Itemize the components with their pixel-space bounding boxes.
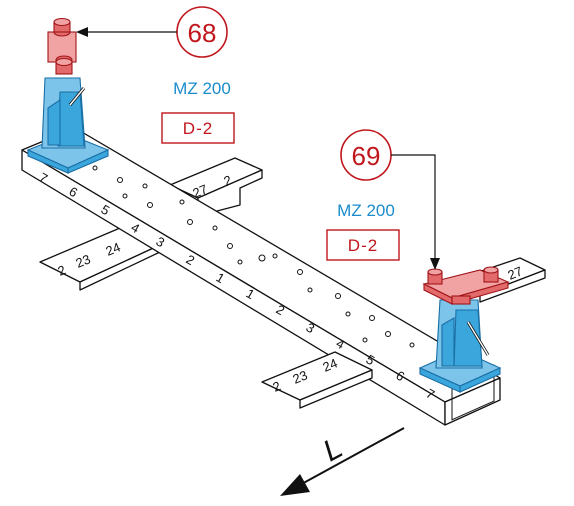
callout-69-code: D-2 xyxy=(348,236,378,255)
stand-68 xyxy=(26,17,110,174)
callout-68-ref: 68 xyxy=(188,18,217,48)
crossmember-left-label-2: 24 xyxy=(104,239,123,258)
crossmember-top-label-0: 27 xyxy=(191,181,210,200)
direction-label: L xyxy=(318,431,348,468)
callout-69-leader xyxy=(391,154,436,262)
callout-69-code-box xyxy=(326,229,400,261)
crossmember-top-right-label-0: 27 xyxy=(506,263,525,282)
callout-68-arrow-icon xyxy=(76,27,88,37)
direction-arrow-icon xyxy=(280,474,310,496)
callout-69-model: MZ 200 xyxy=(337,201,395,220)
crossmember-right-label-2: 24 xyxy=(321,355,340,374)
callout-69-ref: 69 xyxy=(352,141,381,171)
direction-line xyxy=(297,427,405,487)
crossmember-left-label-1: 23 xyxy=(74,251,93,270)
direction-indicator: L xyxy=(280,427,405,496)
callout-68-code-box xyxy=(161,112,235,144)
stand-69 xyxy=(418,266,510,393)
crossmember-top: 27 2 xyxy=(169,157,263,217)
callout-68-code: D-2 xyxy=(183,119,213,138)
crossmember-right-label-1: 23 xyxy=(291,367,310,386)
crossmember-right: 2 23 24 xyxy=(261,351,373,409)
callout-69: 69 MZ 200 D-2 xyxy=(326,129,440,270)
callout-68-model: MZ 200 xyxy=(173,79,231,98)
beam-holes xyxy=(92,165,415,348)
callout-68: 68 MZ 200 D-2 xyxy=(76,6,235,144)
crossmember-left: 2 23 24 xyxy=(39,227,161,291)
callout-69-arrow-icon xyxy=(430,258,440,270)
